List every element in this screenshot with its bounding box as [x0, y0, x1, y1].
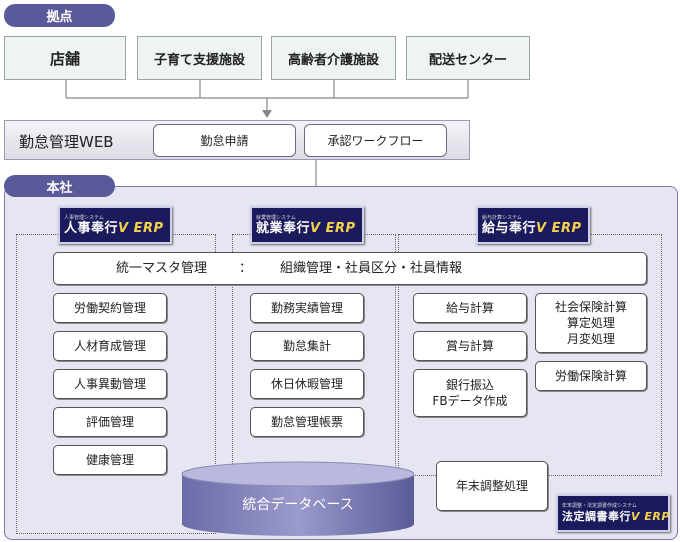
personnel-transfer-box: 人事異動管理: [53, 369, 167, 399]
shugyo-logo-name: 就業奉行: [256, 220, 311, 236]
payroll-box: 給与計算: [413, 293, 527, 323]
database-label: 統合データベース: [242, 497, 354, 513]
shugyo-logo-erp: V ERP: [310, 220, 356, 236]
holiday-leave-box: 休日休暇管理: [250, 369, 364, 399]
hotei-logo-name: 法定調書奉行: [562, 509, 631, 523]
site-store: 店舗: [4, 36, 126, 80]
evaluation-box: 評価管理: [53, 407, 167, 437]
jinji-logo-name: 人事奉行: [64, 220, 119, 236]
bonus-box: 賞与計算: [413, 331, 527, 361]
kyuyo-logo-name: 給与奉行: [482, 220, 537, 236]
jinji-bugyo-logo: 人事管理システム 人事奉行V ERP: [58, 206, 172, 244]
bank-transfer-line2: FBデータ作成: [432, 394, 508, 408]
hotei-logo-erp: V ERP: [631, 509, 670, 523]
attendance-report-box: 勤怠管理帳票: [250, 407, 364, 437]
labor-insurance-box: 労働保険計算: [535, 361, 647, 391]
approval-workflow-button[interactable]: 承認ワークフロー: [304, 124, 447, 157]
jinji-logo-erp: V ERP: [118, 220, 164, 236]
shugyo-logo-sub: 就業管理システム: [256, 214, 296, 221]
integrated-database: [181, 461, 415, 536]
kyuyo-logo-erp: V ERP: [536, 220, 582, 236]
attendance-summary-box: 勤怠集計: [250, 331, 364, 361]
hotei-bugyo-logo: 年末調整・法定調書作成システム 法定調書奉行V ERP: [556, 494, 670, 532]
unified-master-bar: 統一マスタ管理 ： 組織管理・社員区分・社員情報: [53, 252, 647, 285]
site-childcare: 子育て支援施設: [137, 36, 262, 80]
sites-label: 拠点: [4, 4, 115, 27]
bank-transfer-line1: 銀行振込: [445, 377, 494, 392]
health-box: 健康管理: [53, 445, 167, 475]
jinji-logo-sub: 人事管理システム: [64, 214, 104, 221]
year-end-adjustment-box: 年末調整処理: [436, 461, 548, 511]
hotei-logo-sub: 年末調整・法定調書作成システム: [562, 502, 637, 509]
master-label: 統一マスタ管理: [116, 260, 208, 276]
social-insurance-line1: 社会保険計算: [554, 299, 627, 314]
social-insurance-box: 社会保険計算 算定処理 月変処理: [535, 293, 647, 353]
site-eldercare: 高齢者介護施設: [271, 36, 396, 80]
social-insurance-line2: 算定処理: [566, 315, 615, 330]
shugyo-bugyo-logo: 就業管理システム 就業奉行V ERP: [250, 206, 364, 244]
social-insurance-line3: 月変処理: [566, 332, 615, 347]
talent-development-box: 人材育成管理: [53, 331, 167, 361]
site-delivery-center: 配送センター: [406, 36, 530, 80]
kyuyo-bugyo-logo: 給与計算システム 給与奉行V ERP: [476, 206, 590, 244]
headquarters-label: 本社: [4, 175, 115, 197]
kyuyo-logo-sub: 給与計算システム: [482, 214, 522, 221]
labor-contract-box: 労働契約管理: [53, 293, 167, 323]
attendance-web-title: 勤怠管理WEB: [19, 133, 114, 151]
master-detail: 組織管理・社員区分・社員情報: [280, 260, 463, 276]
work-record-box: 勤務実績管理: [250, 293, 364, 323]
bank-transfer-box: 銀行振込 FBデータ作成: [413, 369, 527, 417]
leave-request-button[interactable]: 勤怠申請: [153, 124, 296, 157]
master-separator: ：: [239, 260, 253, 276]
